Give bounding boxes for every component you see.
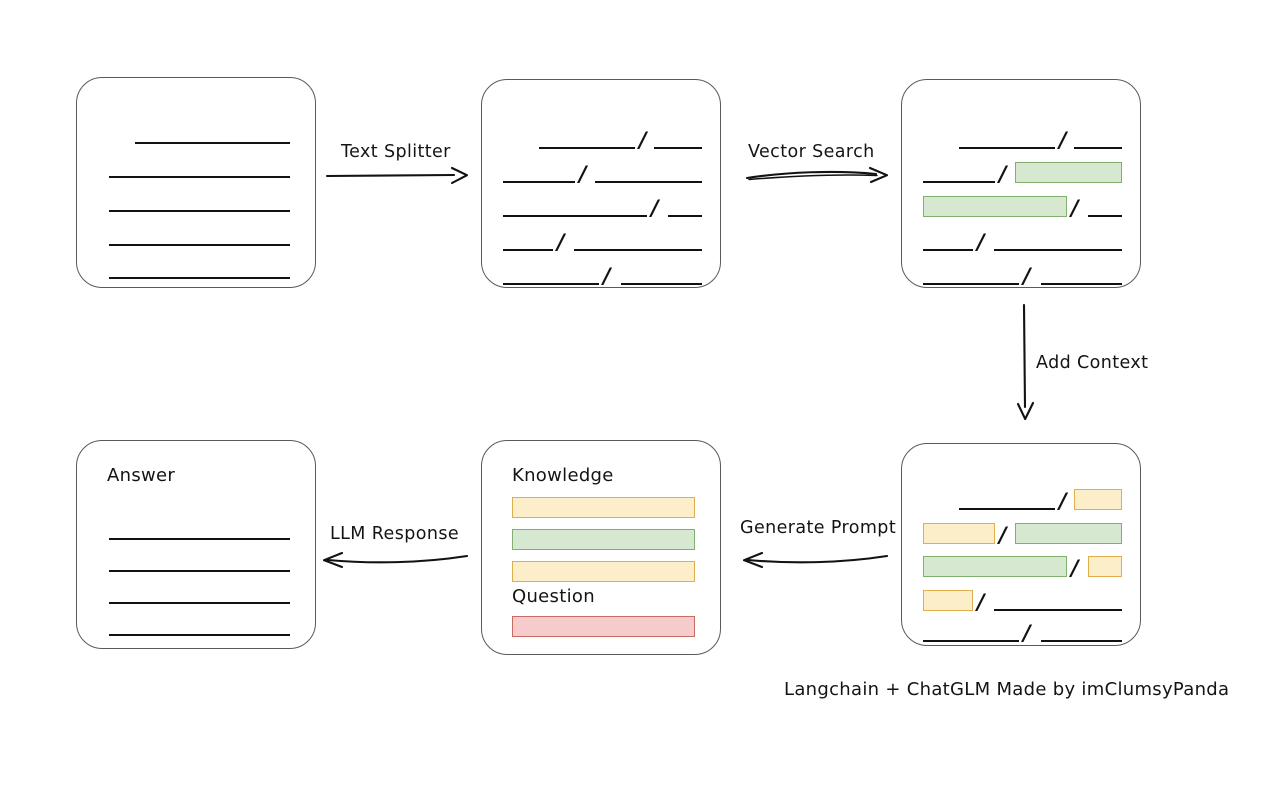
text-line xyxy=(994,609,1122,611)
highlight-chip-green xyxy=(923,556,1067,577)
highlight-chip-green xyxy=(1015,523,1122,544)
chunk-separator-slash: / xyxy=(1071,556,1079,580)
chunk-separator-slash: / xyxy=(639,128,647,152)
question-chip-red xyxy=(512,616,695,637)
answer-card: Answer xyxy=(76,440,316,649)
text-line xyxy=(503,215,647,217)
knowledge-chip-green xyxy=(512,529,695,550)
generate-prompt-label: Generate Prompt xyxy=(740,518,897,538)
chunk-separator-slash: / xyxy=(1071,196,1079,220)
knowledge-heading: Knowledge xyxy=(512,465,614,486)
chunk-separator-slash: / xyxy=(1023,621,1031,645)
chunk-separator-slash: / xyxy=(603,264,611,288)
llm-response-label: LLM Response xyxy=(330,524,460,544)
highlight-chip-yellow xyxy=(1074,489,1122,510)
text-line xyxy=(503,181,575,183)
text-line xyxy=(109,176,290,178)
text-line xyxy=(539,147,635,149)
generate-prompt-arrow xyxy=(742,551,889,569)
chunk-separator-slash: / xyxy=(977,590,985,614)
text-splitter-arrow xyxy=(325,166,469,185)
text-line xyxy=(109,634,290,636)
chunk-separator-slash: / xyxy=(579,162,587,186)
text-line xyxy=(503,283,599,285)
chunk-separator-slash: / xyxy=(999,162,1007,186)
split-document-card: / / / / / xyxy=(481,79,721,288)
chunk-separator-slash: / xyxy=(977,230,985,254)
text-line xyxy=(923,181,995,183)
text-line xyxy=(109,244,290,246)
text-line xyxy=(994,249,1122,251)
text-line xyxy=(923,249,973,251)
text-line xyxy=(1074,147,1122,149)
knowledge-chip-yellow xyxy=(512,561,695,582)
text-line xyxy=(109,210,290,212)
vector-search-arrow xyxy=(745,166,889,184)
text-line xyxy=(1088,215,1122,217)
text-line xyxy=(923,640,1019,642)
text-splitter-label: Text Splitter xyxy=(341,142,451,162)
footer-caption: Langchain + ChatGLM Made by imClumsyPand… xyxy=(784,679,1230,700)
chunk-separator-slash: / xyxy=(1059,489,1067,513)
chunk-separator-slash: / xyxy=(1023,264,1031,288)
text-line xyxy=(923,283,1019,285)
text-line xyxy=(959,147,1055,149)
answer-title: Answer xyxy=(107,465,176,486)
knowledge-chip-yellow xyxy=(512,497,695,518)
text-line xyxy=(595,181,702,183)
highlight-chip-green xyxy=(1015,162,1122,183)
text-line xyxy=(574,249,702,251)
source-document-card xyxy=(76,77,316,288)
text-line xyxy=(654,147,702,149)
highlight-chip-yellow xyxy=(1088,556,1122,577)
chunk-separator-slash: / xyxy=(999,523,1007,547)
add-context-arrow xyxy=(1016,303,1035,421)
highlight-chip-yellow xyxy=(923,523,995,544)
text-line xyxy=(109,602,290,604)
chunk-separator-slash: / xyxy=(651,196,659,220)
text-line xyxy=(1041,283,1122,285)
chunk-separator-slash: / xyxy=(1059,128,1067,152)
vector-search-label: Vector Search xyxy=(748,142,875,162)
highlight-chip-yellow xyxy=(923,590,973,611)
context-document-card: / / / / / xyxy=(901,443,1141,646)
text-line xyxy=(109,538,290,540)
chunk-separator-slash: / xyxy=(557,230,565,254)
llm-response-arrow xyxy=(322,551,469,569)
text-line xyxy=(135,142,290,144)
add-context-label: Add Context xyxy=(1036,353,1149,373)
text-line xyxy=(503,249,553,251)
text-line xyxy=(109,570,290,572)
text-line xyxy=(668,215,702,217)
text-line xyxy=(959,508,1055,510)
question-heading: Question xyxy=(512,586,595,607)
retrieved-document-card: / / / / / xyxy=(901,79,1141,288)
text-line xyxy=(109,277,290,279)
text-line xyxy=(1041,640,1122,642)
text-line xyxy=(621,283,702,285)
highlight-chip-green xyxy=(923,196,1067,217)
